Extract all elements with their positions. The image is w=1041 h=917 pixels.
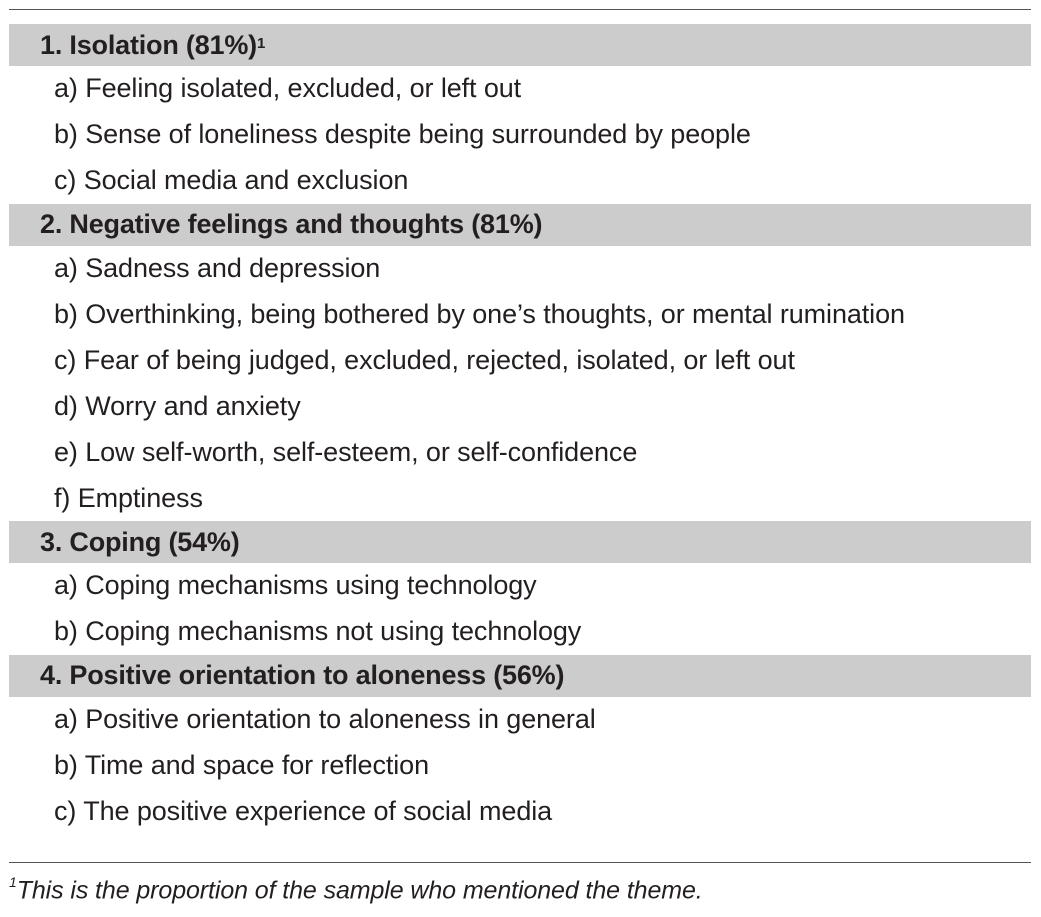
subtheme-label: a) Feeling isolated, excluded, or left o… xyxy=(54,73,522,104)
subtheme-row: a) Feeling isolated, excluded, or left o… xyxy=(9,66,1031,112)
subtheme-label: b) Overthinking, being bothered by one’s… xyxy=(54,299,905,329)
table-footnote: 1This is the proportion of the sample wh… xyxy=(9,874,703,905)
bottom-rule xyxy=(9,862,1031,863)
subtheme-row: b) Sense of loneliness despite being sur… xyxy=(9,112,1031,158)
subtheme-row: d) Worry and anxiety xyxy=(9,383,1031,429)
subtheme-label: c) Social media and exclusion xyxy=(54,165,409,196)
subtheme-row: c) Social media and exclusion xyxy=(9,158,1031,204)
subtheme-label: f) Emptiness xyxy=(54,482,203,513)
top-rule xyxy=(9,9,1031,10)
theme-label: 4. Positive orientation to aloneness (56… xyxy=(40,660,565,691)
subtheme-row: a) Sadness and depression xyxy=(9,246,1031,292)
subtheme-row: f) Emptiness xyxy=(9,475,1031,521)
subtheme-label: a) Coping mechanisms using technology xyxy=(54,570,537,601)
theme-row-negative-feelings: 2. Negative feelings and thoughts (81%) xyxy=(9,203,1031,246)
subtheme-label: e) Low self-worth, self-esteem, or self-… xyxy=(54,436,638,467)
footnote-text: This is the proportion of the sample who… xyxy=(16,876,703,905)
subtheme-label: c) Fear of being judged, excluded, rejec… xyxy=(54,344,795,375)
theme-row-coping: 3. Coping (54%) xyxy=(9,521,1031,564)
theme-row-isolation: 1. Isolation (81%)1 xyxy=(9,24,1031,66)
subtheme-row: b) Coping mechanisms not using technolog… xyxy=(9,609,1031,655)
theme-row-positive-orientation: 4. Positive orientation to aloneness (56… xyxy=(9,654,1031,697)
table-rows: 1. Isolation (81%)1 a) Feeling isolated,… xyxy=(9,24,1031,834)
subtheme-label: b) Coping mechanisms not using technolog… xyxy=(54,616,582,647)
subtheme-row: b) Time and space for reflection xyxy=(9,743,1031,789)
subtheme-row: c) Fear of being judged, excluded, rejec… xyxy=(9,337,1031,383)
footnote-marker: 1 xyxy=(9,874,17,890)
footnote-marker: 1 xyxy=(256,34,266,52)
subtheme-row: e) Low self-worth, self-esteem, or self-… xyxy=(9,429,1031,475)
subtheme-label: a) Positive orientation to aloneness in … xyxy=(54,704,596,735)
subtheme-row: b) Overthinking, being bothered by one’s… xyxy=(9,292,1031,338)
subtheme-row: c) The positive experience of social med… xyxy=(9,789,1031,835)
subtheme-label: b) Time and space for reflection xyxy=(54,750,429,781)
theme-label: 1. Isolation (81%) xyxy=(40,29,257,60)
subtheme-label: d) Worry and anxiety xyxy=(54,390,301,421)
subtheme-label: a) Sadness and depression xyxy=(54,253,381,284)
subtheme-label: c) The positive experience of social med… xyxy=(54,796,553,827)
theme-label: 2. Negative feelings and thoughts (81%) xyxy=(40,209,543,240)
subtheme-row: a) Coping mechanisms using technology xyxy=(9,563,1031,609)
theme-label: 3. Coping (54%) xyxy=(40,526,240,557)
subtheme-row: a) Positive orientation to aloneness in … xyxy=(9,697,1031,743)
subtheme-label: b) Sense of loneliness despite being sur… xyxy=(54,119,751,150)
